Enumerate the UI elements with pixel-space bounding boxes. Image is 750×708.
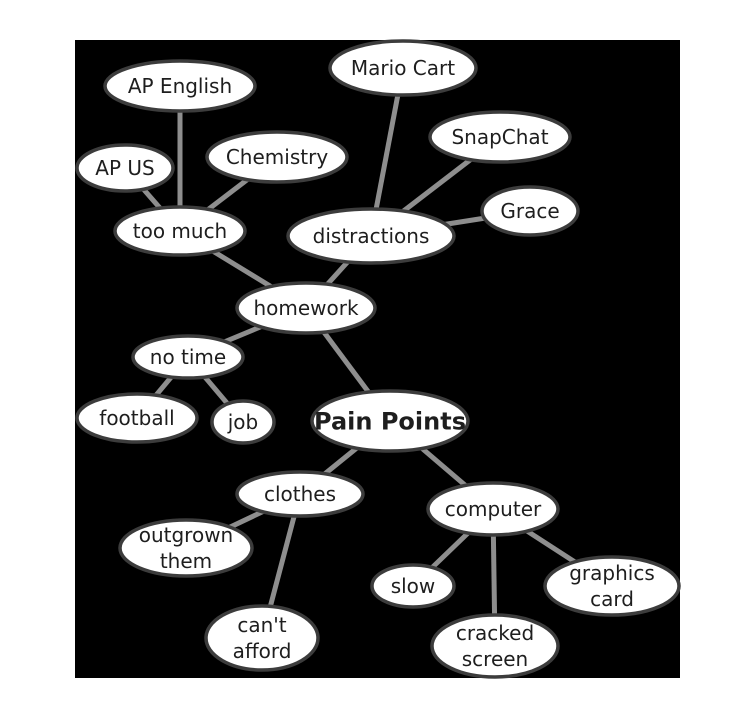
node-label-snapchat: SnapChat xyxy=(451,125,548,149)
node-shape-cant-afford xyxy=(204,604,320,672)
node-job[interactable]: job xyxy=(210,399,276,445)
node-grace[interactable]: Grace xyxy=(480,185,580,237)
node-label-distractions: distractions xyxy=(313,224,430,248)
node-shape-snapchat xyxy=(428,110,572,164)
node-label-ap-us: AP US xyxy=(95,156,154,180)
node-shape-computer xyxy=(426,481,560,537)
node-shape-ap-us xyxy=(75,143,175,193)
node-homework[interactable]: homework xyxy=(235,281,377,335)
node-no-time[interactable]: no time xyxy=(131,334,245,380)
node-shape-chemistry xyxy=(205,130,349,184)
node-shape-distractions xyxy=(286,207,456,265)
node-clothes[interactable]: clothes xyxy=(235,470,365,518)
node-label-computer: computer xyxy=(445,497,542,521)
node-shape-job xyxy=(210,399,276,445)
node-mario-cart[interactable]: Mario Cart xyxy=(328,39,478,97)
node-football[interactable]: football xyxy=(75,392,199,444)
node-ap-us[interactable]: AP US xyxy=(75,143,175,193)
node-label-clothes: clothes xyxy=(264,482,336,506)
node-label-pain-points: Pain Points xyxy=(314,407,466,435)
node-label-too-much: too much xyxy=(133,219,228,243)
node-label-football: football xyxy=(99,406,174,430)
node-shape-homework xyxy=(235,281,377,335)
node-pain-points[interactable]: Pain Points xyxy=(310,389,470,453)
node-shape-cracked-screen xyxy=(430,613,560,679)
node-shape-grace xyxy=(480,185,580,237)
node-distractions[interactable]: distractions xyxy=(286,207,456,265)
node-shape-mario-cart xyxy=(328,39,478,97)
node-label-ap-english: AP English xyxy=(128,74,232,98)
node-label-no-time: no time xyxy=(150,345,226,369)
node-computer[interactable]: computer xyxy=(426,481,560,537)
node-slow[interactable]: slow xyxy=(370,563,456,609)
node-chemistry[interactable]: Chemistry xyxy=(205,130,349,184)
node-label-job: job xyxy=(227,410,259,434)
node-shape-graphics-card xyxy=(543,555,681,617)
node-too-much[interactable]: too much xyxy=(113,205,247,257)
node-label-slow: slow xyxy=(391,574,436,598)
node-shape-slow xyxy=(370,563,456,609)
node-label-homework: homework xyxy=(253,296,359,320)
node-shape-no-time xyxy=(131,334,245,380)
node-shape-outgrown-them xyxy=(118,518,254,578)
node-shape-too-much xyxy=(113,205,247,257)
node-label-grace: Grace xyxy=(500,199,559,223)
node-label-chemistry: Chemistry xyxy=(226,145,328,169)
node-label-mario-cart: Mario Cart xyxy=(351,56,455,80)
node-snapchat[interactable]: SnapChat xyxy=(428,110,572,164)
node-shape-pain-points xyxy=(310,389,470,453)
node-ap-english[interactable]: AP English xyxy=(103,59,257,113)
node-shape-ap-english xyxy=(103,59,257,113)
node-shape-clothes xyxy=(235,470,365,518)
node-shape-football xyxy=(75,392,199,444)
